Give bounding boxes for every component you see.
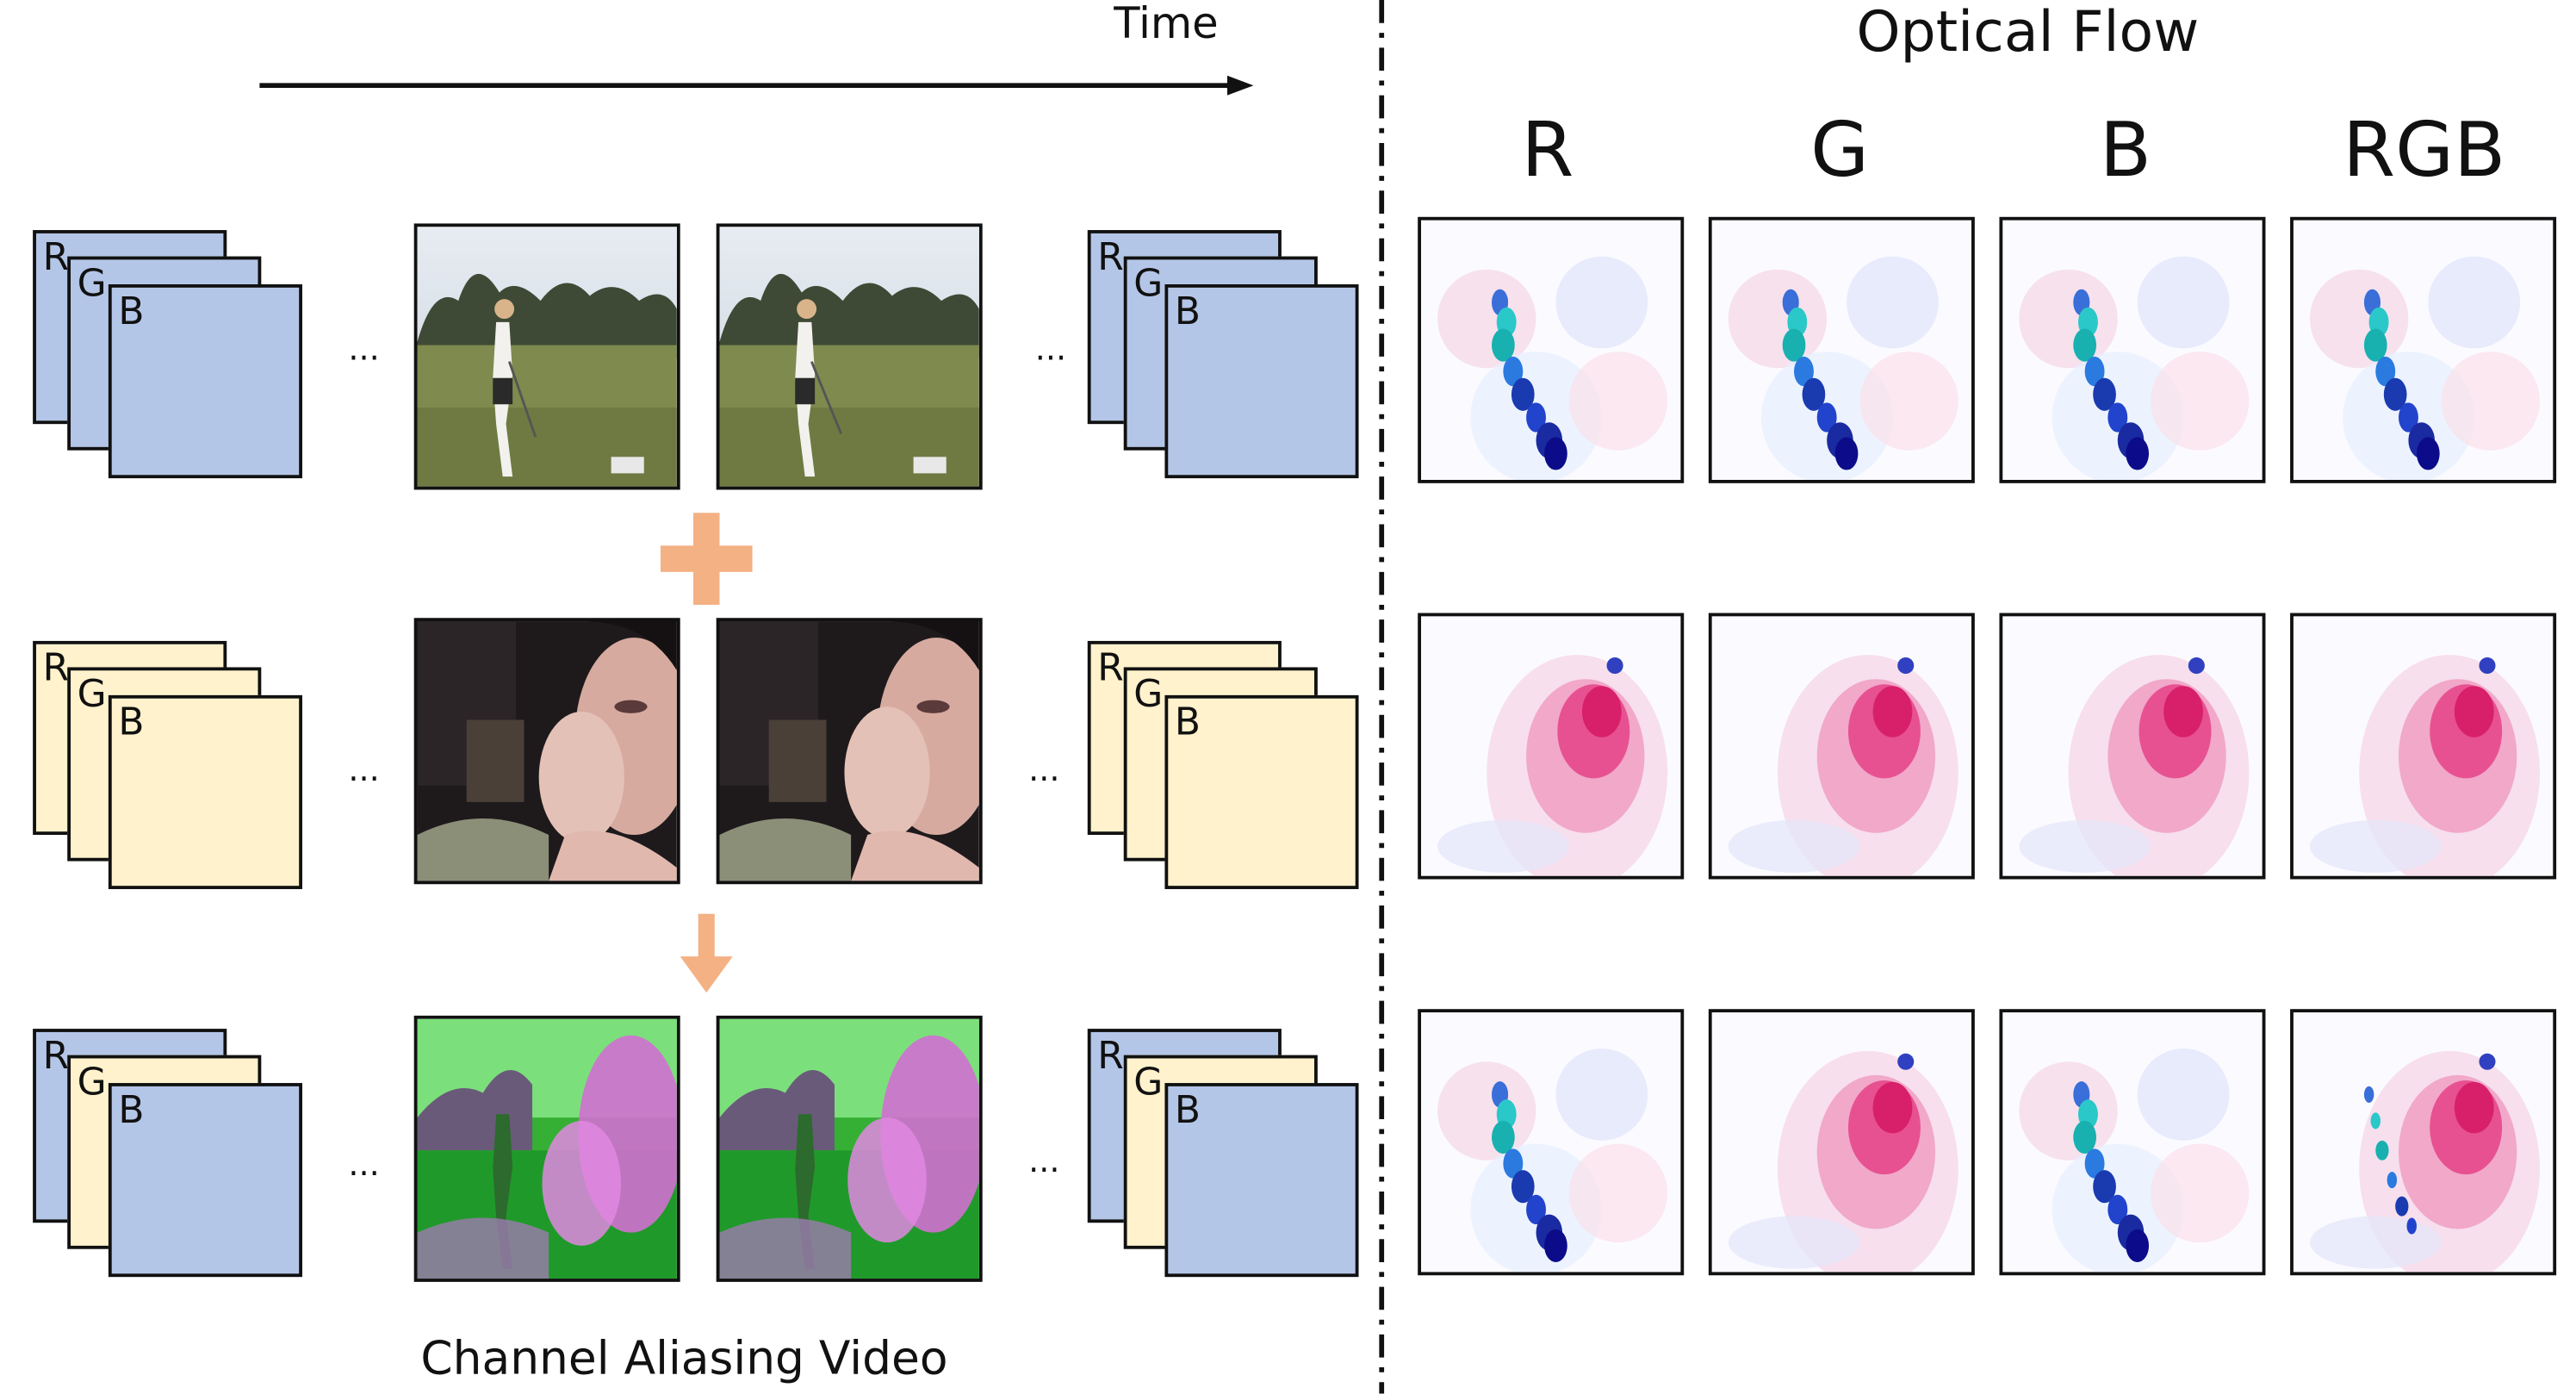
video-frame-aliased [413, 1015, 680, 1282]
video-frame-golf-2 [716, 223, 983, 490]
channel-b: B [108, 284, 302, 479]
optical-flow-g-makeup-video [1708, 613, 1975, 880]
optical-flow-r-makeup-video [1418, 613, 1685, 880]
channel-b: B [1164, 694, 1359, 889]
ellipsis: ... [348, 328, 380, 369]
header-g: G [1810, 105, 1870, 195]
ellipsis: ... [348, 749, 380, 789]
ellipsis: ... [1028, 749, 1060, 789]
optical-flow-b-golf-video [1999, 216, 2266, 483]
optical-flow-b-aliased-video [1999, 1009, 2266, 1276]
time-arrow [259, 75, 1254, 96]
dashed-divider [1379, 0, 1385, 1394]
video-frame-aliased-2 [716, 1015, 983, 1282]
optical-flow-title: Optical Flow [1856, 0, 2200, 66]
ellipsis: ... [348, 1143, 380, 1184]
optical-flow-r-golf-video [1418, 216, 1685, 483]
time-label: Time [1114, 0, 1219, 50]
optical-flow-rgb-makeup-video [2290, 613, 2557, 880]
optical-flow-r-aliased-video [1418, 1009, 1685, 1276]
channel-b: B [108, 1083, 302, 1278]
video-frame-makeup [413, 618, 680, 885]
optical-flow-g-aliased-video [1708, 1009, 1975, 1276]
channel-b: B [1164, 1083, 1359, 1278]
optical-flow-g-golf-video [1708, 216, 1975, 483]
video-frame-golf [413, 223, 680, 490]
optical-flow-rgb-golf-video [2290, 216, 2557, 483]
video-frame-makeup-2 [716, 618, 983, 885]
ellipsis: ... [1028, 1140, 1060, 1180]
optical-flow-b-makeup-video [1999, 613, 2266, 880]
plus-icon [660, 513, 753, 605]
header-rgb: RGB [2343, 105, 2506, 195]
channel-b: B [108, 694, 302, 889]
header-b: B [2099, 105, 2152, 195]
down-arrow-icon [680, 913, 733, 993]
ellipsis: ... [1034, 328, 1067, 369]
optical-flow-rgb-aliased-video [2290, 1009, 2557, 1276]
header-r: R [1521, 105, 1574, 195]
caption: Channel Aliasing Video [420, 1331, 948, 1386]
channel-b: B [1164, 284, 1359, 479]
